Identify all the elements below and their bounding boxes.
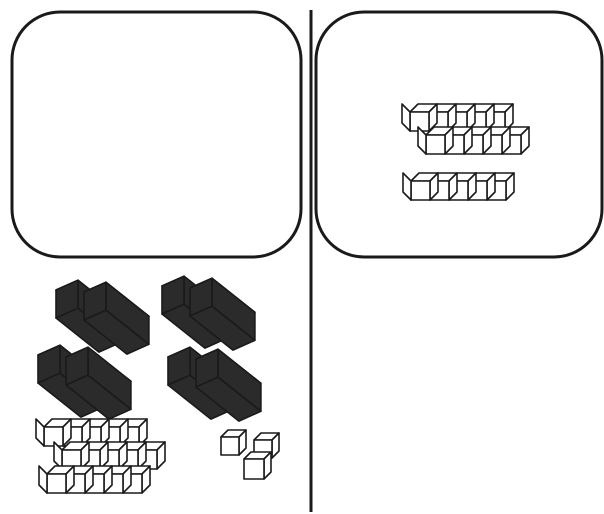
dark-rod-group-3 xyxy=(38,345,131,419)
rod-cube xyxy=(44,419,71,446)
rod-cube xyxy=(62,442,89,469)
loose-white-rods xyxy=(36,419,165,493)
rod-cube xyxy=(426,127,453,154)
unit-cube-1 xyxy=(221,430,246,455)
loose-rod-2 xyxy=(54,442,165,469)
left-empty-frame xyxy=(12,12,301,257)
rod-end-face xyxy=(39,466,47,493)
unit-cube-3 xyxy=(244,452,271,479)
dark-rod-group-2 xyxy=(162,276,255,350)
rod-cube xyxy=(47,466,74,493)
right-rod-2 xyxy=(418,127,529,154)
rod-end-face xyxy=(36,419,44,446)
dark-rod-groups xyxy=(38,276,261,421)
rod-cube xyxy=(411,173,438,200)
right-rod-3 xyxy=(403,173,514,200)
dark-rod-group-1 xyxy=(56,280,149,354)
dark-rod-group-4 xyxy=(168,347,261,421)
loose-unit-cubes xyxy=(221,430,279,479)
loose-rod-3 xyxy=(39,466,150,493)
